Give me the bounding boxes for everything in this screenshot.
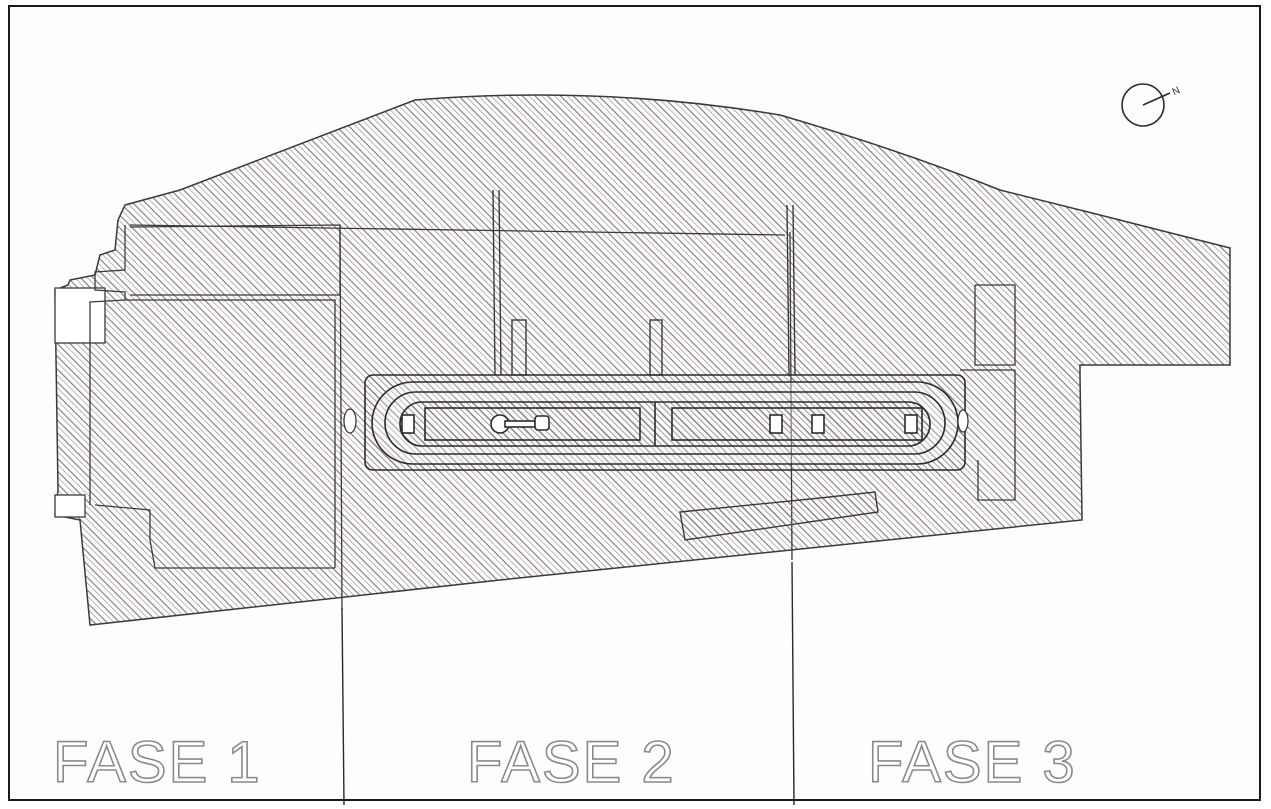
vertical-shafts — [492, 189, 796, 376]
phase-label-3: FASE 3 — [868, 730, 1077, 795]
lower-slab — [679, 491, 879, 541]
drain-right — [957, 409, 969, 433]
building-footprint — [54, 94, 1231, 626]
left-annex-bottom — [54, 494, 86, 518]
left-annex-top — [54, 287, 106, 344]
phase-divider-1 — [341, 607, 345, 806]
north-letter: N — [1171, 85, 1182, 98]
phase-label-2: FASE 2 — [467, 730, 676, 795]
drain-left — [343, 408, 357, 434]
phase-label-1: FASE 1 — [53, 730, 262, 795]
central-basin — [364, 374, 966, 471]
phase-divider-2 — [791, 561, 795, 806]
north-arrow-icon: N — [1121, 83, 1182, 127]
